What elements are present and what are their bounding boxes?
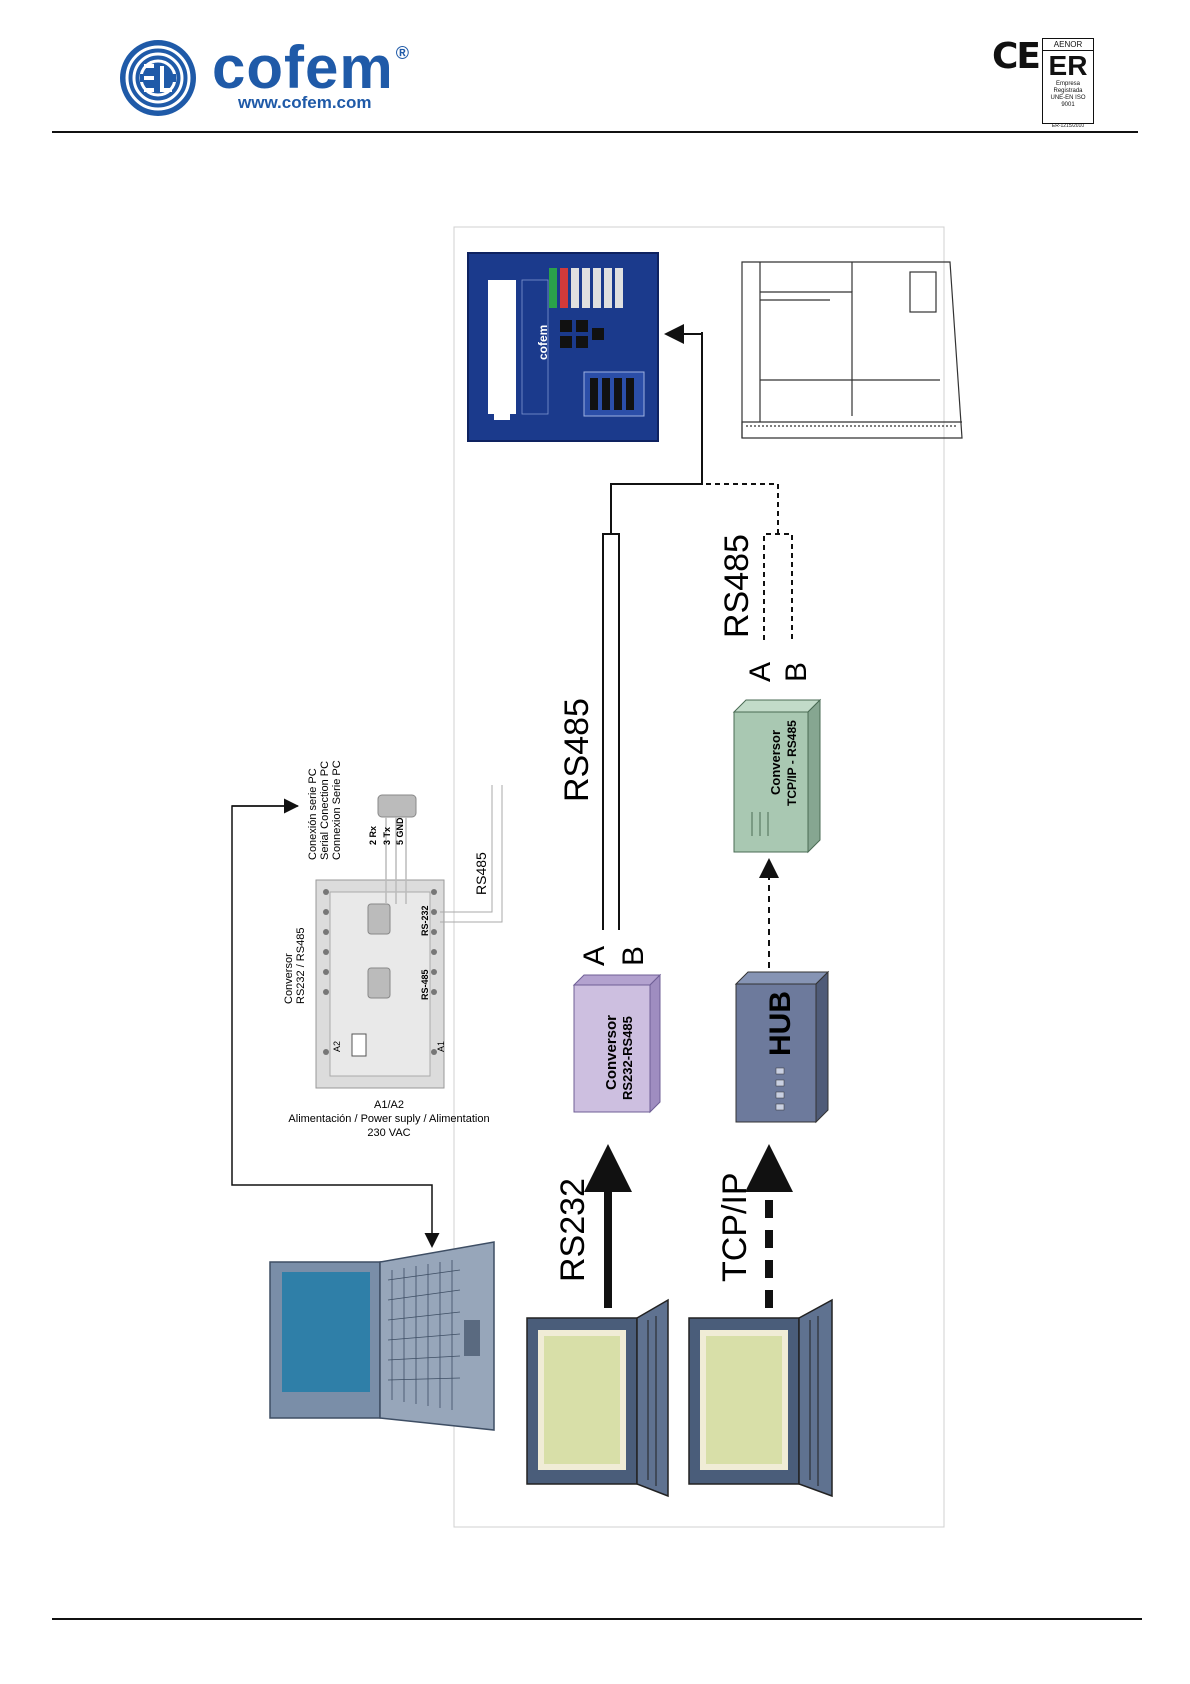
db9-connector-rs485-icon — [367, 967, 391, 999]
bus-top-a: A — [578, 946, 611, 966]
panel-cabinet-outline — [741, 261, 963, 439]
rs232-link-label: RS232 — [554, 1178, 592, 1282]
rs232-rs485-converter-module — [315, 785, 503, 1089]
panel-ce-icon — [494, 406, 510, 420]
cofem-logo-icon — [118, 38, 198, 123]
aenor-title: AENOR — [1043, 39, 1093, 51]
brand-name: cofem® — [212, 34, 410, 101]
tcp-converter-line1: Conversor — [768, 730, 783, 795]
panel-keypad-icon — [560, 320, 645, 417]
panel-brand: cofem — [536, 325, 550, 360]
pc-serial-label-3: Connexion Serie PC — [331, 760, 343, 860]
bus-bottom-label: RS485 — [718, 534, 756, 638]
converter-title-1: Conversor — [283, 953, 295, 1004]
converter-box-line2: RS232-RS485 — [620, 1016, 635, 1100]
fire-control-panel: cofem — [467, 252, 659, 442]
pin-rx-label: 2 Rx — [368, 826, 378, 845]
converter-a1-label: A1 — [436, 1041, 446, 1052]
tcpip-link-label: TCP/IP — [716, 1172, 754, 1282]
panel-display-window — [488, 280, 516, 414]
converter-box-line1: Conversor — [603, 1015, 620, 1090]
db9-connector-rs232-icon — [367, 903, 391, 935]
pc-serial-connector-icon — [377, 794, 417, 818]
pin-gnd-label: 5 GND — [395, 817, 405, 845]
rs485-bus-dashed — [702, 483, 793, 640]
panel-leds-icon — [549, 268, 623, 308]
diagram-frame — [453, 226, 945, 1528]
laptop-icon — [269, 1241, 495, 1431]
aenor-sub-1: Empresa — [1055, 81, 1080, 87]
header-rule — [52, 131, 1138, 133]
pc-serial-label-1: Conexión serie PC — [307, 768, 319, 860]
page-header: cofem® www.cofem.com CE AENOR ER Empresa… — [0, 0, 1190, 140]
pin-tx-label: 3 Tx — [382, 827, 392, 845]
power-label-2: Alimentación / Power suply / Alimentatio… — [288, 1113, 489, 1125]
rs485-bus-solid — [602, 334, 703, 930]
aenor-certification-badge: AENOR ER Empresa Registrada UNE-EN ISO 9… — [1042, 38, 1094, 124]
converter-title-2: RS232 / RS485 — [295, 928, 307, 1004]
converter-tcpip-rs485-box — [732, 698, 822, 854]
ce-mark: CE — [992, 36, 1041, 77]
desktop-pc-rs232-icon — [526, 1298, 669, 1498]
aenor-sub-2: Registrada — [1053, 88, 1083, 94]
converter-a2-label: A2 — [332, 1041, 342, 1052]
bus-bottom-b: B — [780, 662, 813, 682]
brand-website: www.cofem.com — [238, 93, 372, 112]
tcp-converter-line2: TCP/IP - RS485 — [785, 720, 799, 806]
power-label-1: A1/A2 — [374, 1099, 404, 1111]
aenor-sub-3: UNE-EN ISO 9001 — [1050, 95, 1086, 108]
bus-bottom-a: A — [744, 662, 777, 682]
converter-rs485-label: RS-485 — [420, 969, 430, 1000]
dip-switch-icon — [351, 1033, 367, 1057]
power-label-3: 230 VAC — [367, 1127, 410, 1139]
desktop-pc-tcpip-icon — [688, 1298, 833, 1498]
bus-top-label: RS485 — [558, 698, 596, 802]
converter-rs485-out-label: RS485 — [473, 852, 489, 895]
pc-serial-label-2: Serial Conection PC — [319, 761, 331, 860]
converter-rs232-label: RS-232 — [420, 905, 430, 936]
hub-label: HUB — [764, 991, 797, 1056]
hub-ports-icon — [775, 1067, 785, 1111]
bus-top-b: B — [617, 946, 650, 966]
hub-box — [734, 970, 830, 1124]
footer-rule — [52, 1618, 1142, 1620]
converter-rs232-rs485-box — [572, 973, 662, 1114]
aenor-footer: ER-1215/2010 — [1051, 123, 1085, 129]
aenor-er: ER — [1048, 50, 1088, 81]
